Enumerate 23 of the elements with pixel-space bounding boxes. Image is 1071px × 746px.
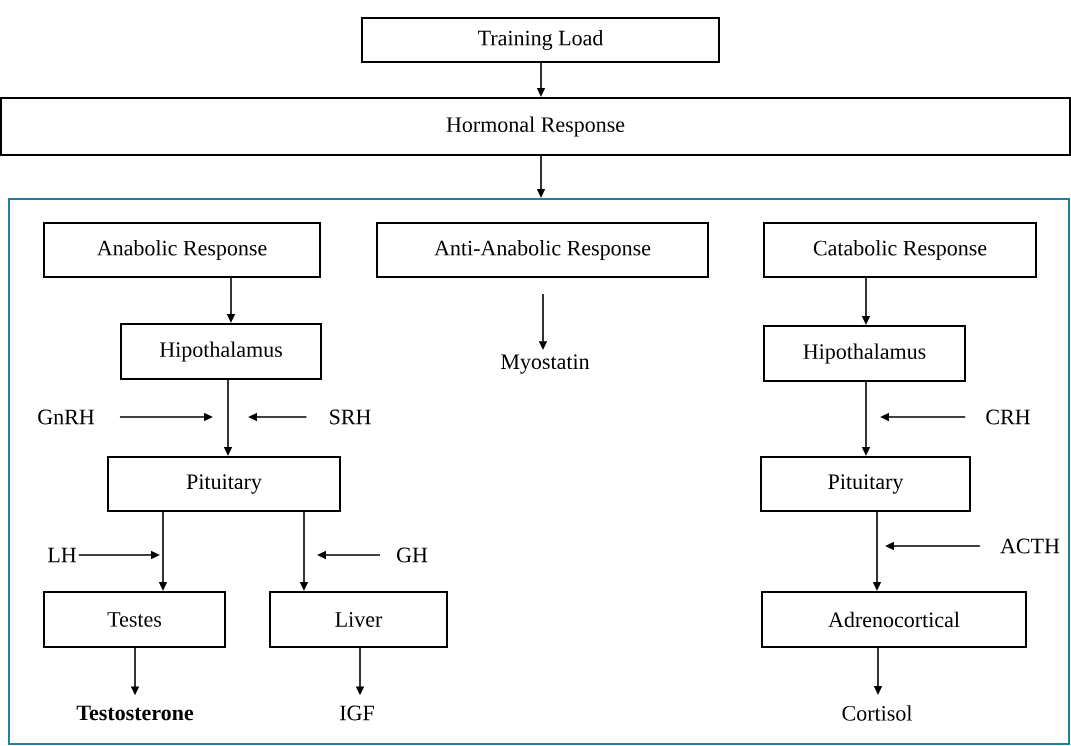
process-box: Hipothalamus	[763, 325, 966, 382]
process-box: Pituitary	[760, 456, 971, 512]
text-label: ACTH	[1000, 538, 1060, 554]
process-box: Anti-Anabolic Response	[376, 222, 709, 278]
text-label: IGF	[340, 705, 374, 721]
process-box: Catabolic Response	[763, 222, 1037, 278]
frame-box	[8, 198, 1070, 745]
process-box: Anabolic Response	[43, 222, 321, 278]
text-label: SRH	[330, 409, 371, 425]
process-box: Pituitary	[107, 456, 341, 512]
text-label: LH	[48, 547, 77, 563]
process-box: Hipothalamus	[120, 323, 322, 380]
text-label: GH	[397, 547, 428, 563]
text-label: CRH	[986, 409, 1030, 425]
text-label: Testosterone	[76, 705, 194, 721]
text-label: Myostatin	[501, 354, 590, 374]
process-box: Hormonal Response	[0, 97, 1071, 156]
process-box: Testes	[43, 591, 226, 648]
process-box: Liver	[269, 591, 448, 648]
process-box: Adrenocortical	[761, 591, 1027, 648]
process-box: Training Load	[361, 17, 720, 63]
text-label: Cortisol	[842, 705, 912, 721]
text-label: GnRH	[38, 409, 95, 425]
